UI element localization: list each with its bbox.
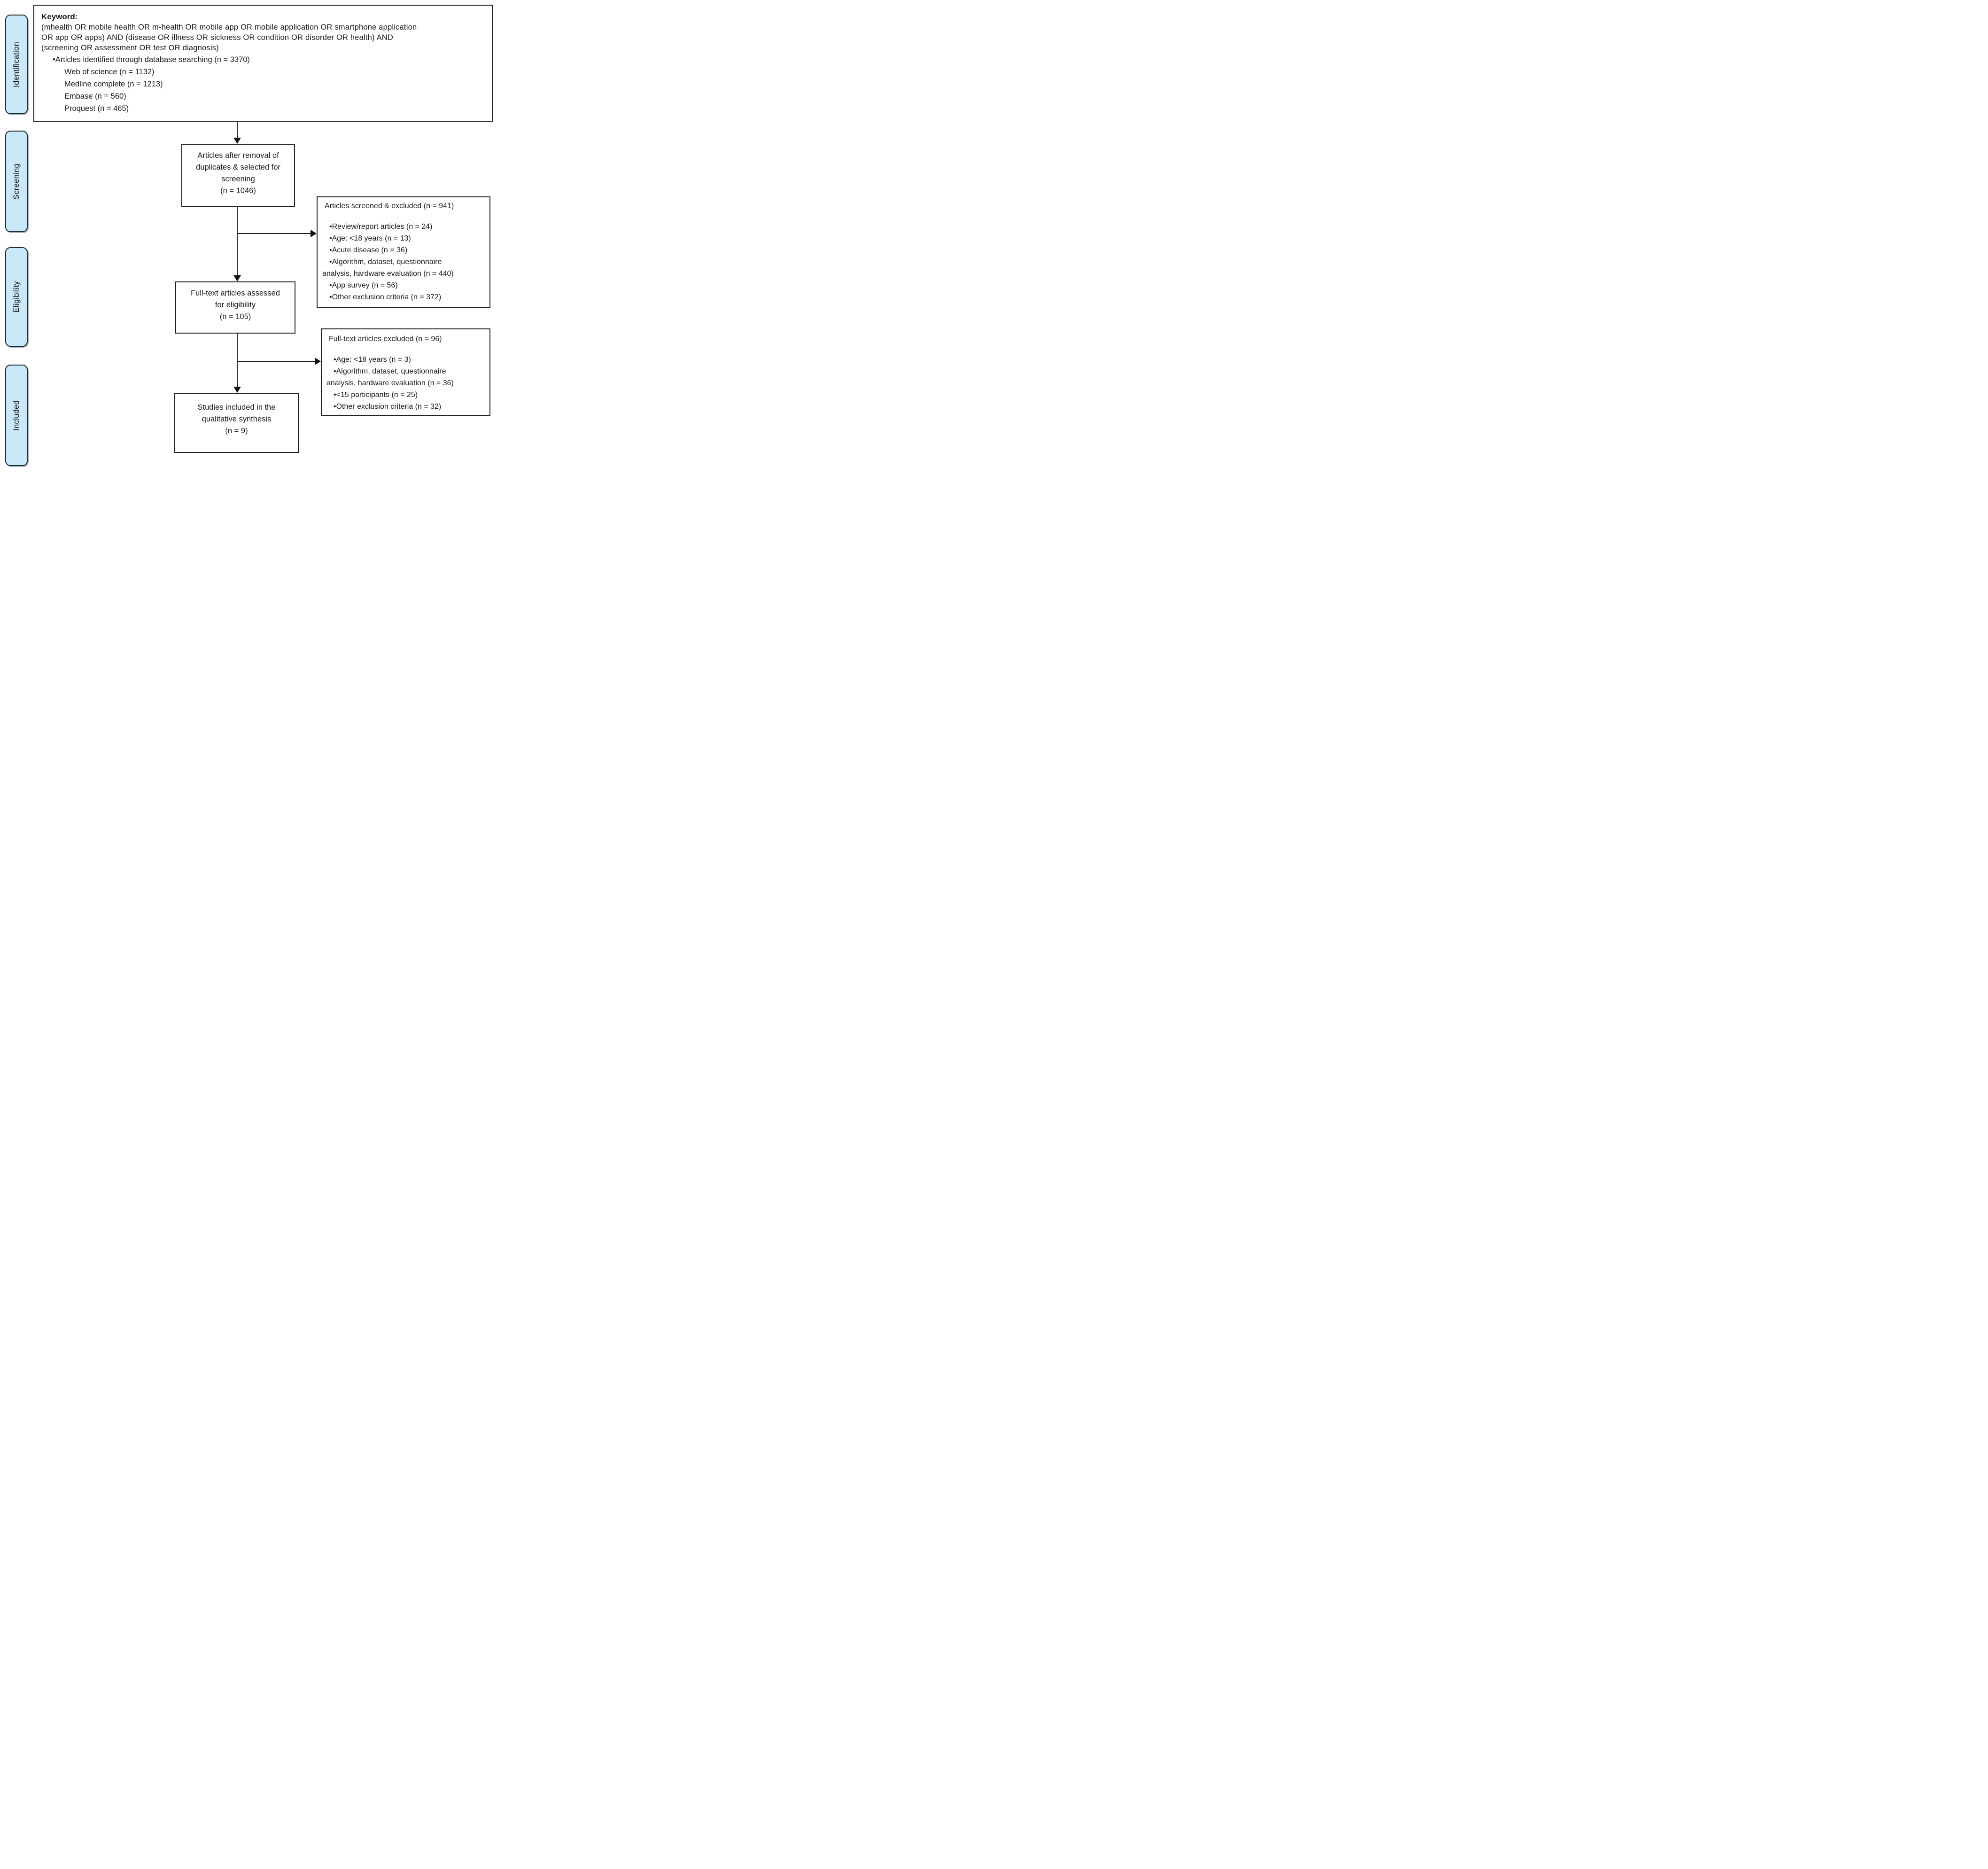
connector-to-screened-excluded (237, 233, 311, 234)
keyword-title: Keyword: (41, 12, 78, 21)
box-text-line: qualitative synthesis (202, 415, 272, 423)
exclusion-item: Age: <18 years (n = 3) (326, 354, 486, 366)
exclusion-item: Other exclusion criteria (n = 32) (326, 401, 486, 413)
fulltext-assessed-box: Full-text articles assessed for eligibil… (175, 281, 295, 334)
excluded-box-title: Full-text articles excluded (n = 96) (329, 335, 442, 343)
stage-included: Included (5, 365, 28, 466)
box-count: (n = 1046) (220, 187, 256, 195)
articles-after-duplicates-box: Articles after removal of duplicates & s… (181, 144, 295, 207)
connector-identification-to-screening (237, 122, 238, 138)
box-text-line: duplicates & selected for (196, 163, 280, 171)
source-web-of-science: Web of science (n = 1132) (64, 68, 155, 76)
arrowhead-right-icon (315, 358, 321, 365)
box-count: (n = 105) (219, 312, 251, 321)
box-text-line: Full-text articles assessed (191, 289, 280, 297)
box-text-line: Studies included in the (197, 403, 276, 412)
box-text-line: for eligibility (215, 301, 256, 309)
box-text-line: Articles after removal of (197, 151, 279, 160)
prisma-flow-diagram: Identification Screening Eligibility Inc… (0, 0, 497, 467)
arrowhead-down-icon (233, 275, 241, 281)
keyword-search-box: Keyword: (mhealth OR mobile health OR m-… (33, 5, 493, 122)
exclusion-item: Age: <18 years (n = 13) (322, 233, 486, 244)
source-embase: Embase (n = 560) (64, 92, 126, 101)
fulltext-excluded-box: Full-text articles excluded (n = 96) Age… (321, 328, 490, 416)
arrowhead-right-icon (311, 230, 317, 237)
keyword-query-line: (screening OR assessment OR test OR diag… (41, 44, 219, 52)
exclusion-item: Review/report articles (n = 24) (322, 221, 486, 233)
stage-eligibility: Eligibility (5, 247, 28, 347)
exclusion-item: Algorithm, dataset, questionnaire analys… (326, 366, 486, 389)
stage-identification: Identification (5, 15, 28, 114)
stage-screening-label: Screening (12, 163, 21, 200)
keyword-query-line: (mhealth OR mobile health OR m-health OR… (41, 23, 417, 31)
arrowhead-down-icon (233, 138, 241, 144)
exclusion-item: Acute disease (n = 36) (322, 244, 486, 256)
exclusion-item: <15 participants (n = 25) (326, 389, 486, 401)
stage-included-label: Included (12, 400, 21, 431)
exclusion-item: Other exclusion criteria (n = 372) (322, 291, 486, 303)
excluded-box-title: Articles screened & excluded (n = 941) (325, 202, 454, 210)
stage-identification-label: Identification (12, 41, 21, 87)
articles-identified-bullet: Articles identified through database sea… (53, 54, 484, 66)
arrowhead-down-icon (233, 387, 241, 393)
exclusion-item: Algorithm, dataset, questionnaire analys… (322, 256, 486, 280)
source-proquest: Proquest (n = 465) (64, 104, 129, 113)
source-medline: Medline complete (n = 1213) (64, 80, 163, 88)
stage-screening: Screening (5, 131, 28, 232)
keyword-query-line: OR app OR apps) AND (disease OR illness … (41, 33, 394, 42)
stage-eligibility-label: Eligibility (12, 281, 21, 313)
connector-to-fulltext-excluded (237, 361, 315, 362)
studies-included-box: Studies included in the qualitative synt… (174, 393, 299, 453)
box-text-line: screening (221, 175, 255, 183)
connector-screening-to-eligibility (237, 207, 238, 275)
exclusion-item: App survey (n = 56) (322, 280, 486, 291)
connector-eligibility-to-included (237, 334, 238, 387)
box-count: (n = 9) (225, 427, 248, 435)
articles-screened-excluded-box: Articles screened & excluded (n = 941) R… (317, 196, 490, 308)
